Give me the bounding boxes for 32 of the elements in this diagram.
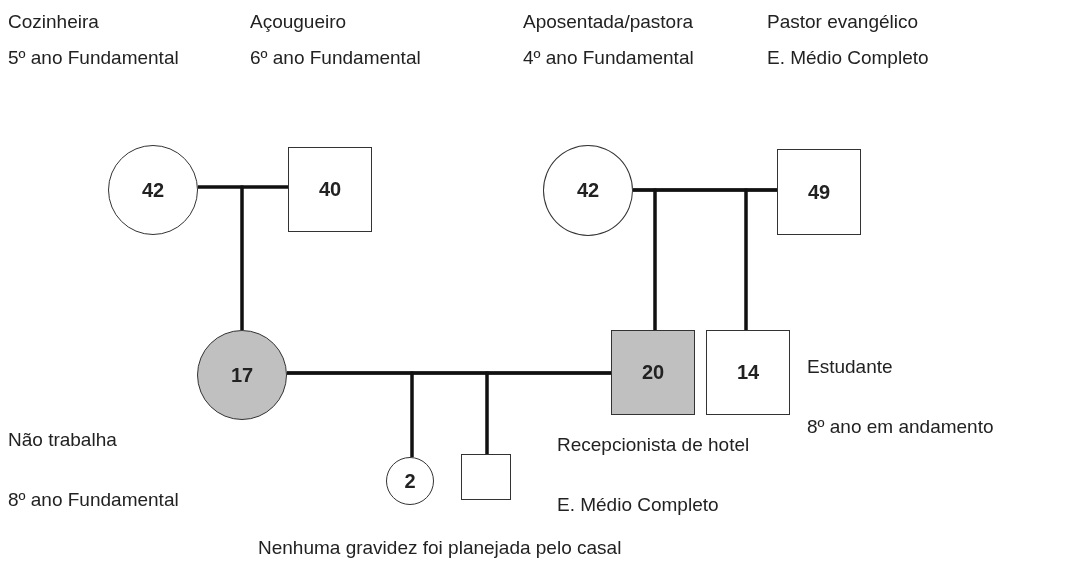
person-note: Açougueiro [250,11,347,33]
person-note: Recepcionista de hotel [557,434,750,456]
person-note: E. Médio Completo [767,47,929,69]
descent-line [744,188,777,330]
person-note: 8º ano em andamento [807,416,994,438]
note-text: Nenhuma gravidez foi planejada pelo casal [258,537,622,559]
person-note: Pastor evangélico [767,11,919,33]
descent-line [240,185,288,330]
male-symbol [461,454,511,500]
female-symbol [386,457,434,505]
age-number: 2 [404,469,416,493]
person-note: 8º ano Fundamental [8,489,179,511]
age-number: 20 [641,361,665,384]
age-number: 17 [230,363,254,387]
person-note: Não trabalha [8,429,117,451]
person-note: Cozinheira [8,11,99,33]
person-note: 5º ano Fundamental [8,47,179,69]
person-note: E. Médio Completo [557,494,719,516]
age-number: 40 [318,178,342,201]
person-note: 4º ano Fundamental [523,47,694,69]
person-note: 6º ano Fundamental [250,47,421,69]
male-symbol [777,149,861,235]
age-number: 49 [807,180,831,204]
male-symbol [288,147,372,232]
age-number: 42 [576,179,600,202]
person-note: Aposentada/pastora [523,11,694,33]
person-note: Estudante [807,356,893,378]
age-number: 14 [736,361,760,384]
male-symbol [611,330,695,415]
age-number: 42 [141,178,165,202]
descent-line [485,371,611,454]
male-symbol [706,330,790,415]
